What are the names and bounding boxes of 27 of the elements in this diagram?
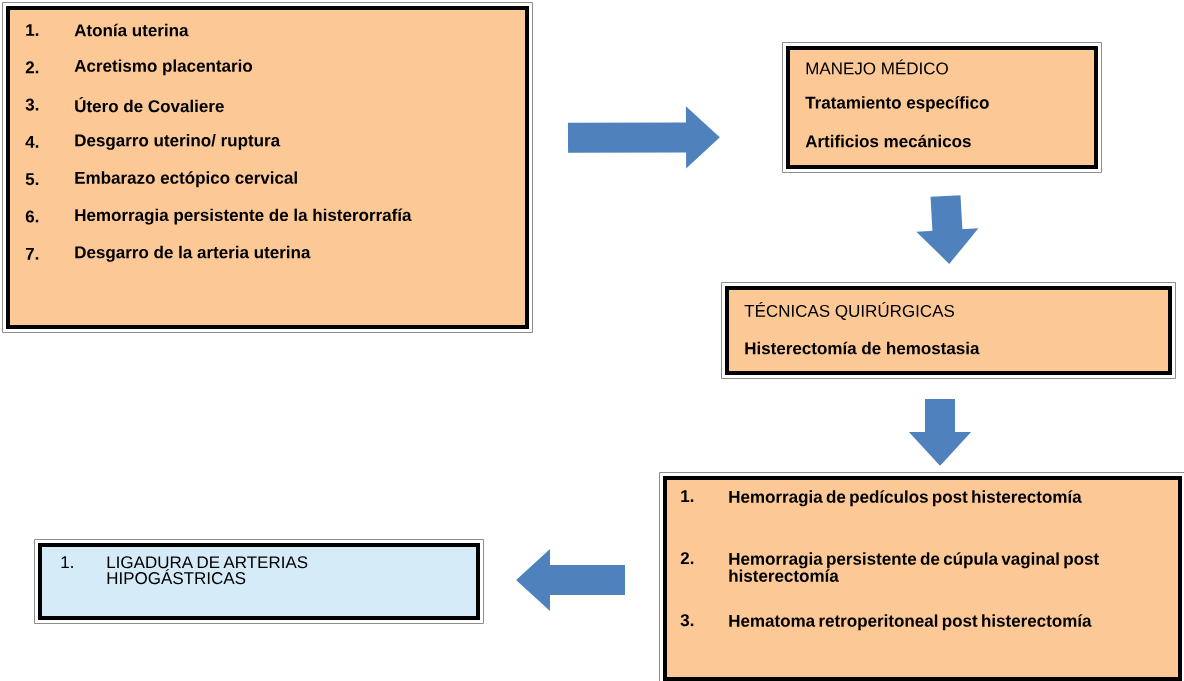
box-heading: LIGADURA DE ARTERIAS HIPOGÁSTRICAS — [107, 556, 308, 585]
list-number: 5. — [25, 173, 39, 186]
list-item: Desgarro de la arteria uterina — [75, 245, 311, 262]
list-item: Hematoma retroperitoneal post histerectomía — [729, 614, 1092, 631]
list-number: 2. — [25, 61, 39, 74]
list-number: 4. — [25, 136, 39, 148]
list-item: Atonía uterina — [74, 23, 189, 37]
list-item: Hemorragia de pedículos post histerectomía — [729, 490, 1082, 507]
list-item: Hemorragia persistente de la histerorrafía — [75, 208, 412, 225]
list-item: Hemorragia persistente de cúpula vaginal post histerectomía — [729, 552, 1099, 582]
list-number: 3. — [680, 614, 694, 627]
list-number: 1. — [681, 490, 694, 502]
box-text: Tratamiento específico — [805, 96, 989, 112]
list-item: Desgarro uterino/ ruptura — [75, 133, 281, 150]
box-text: Histerectomía de hemostasia — [745, 341, 980, 355]
list-number: 2. — [680, 552, 694, 565]
box-heading: MANEJO MÉDICO — [806, 59, 948, 75]
list-number: 1. — [26, 24, 39, 36]
list-item: Acretismo placentario — [74, 59, 253, 76]
box-text: Artificios mecánicos — [805, 134, 971, 148]
box-heading: TÉCNICAS QUIRÚRGICAS — [744, 302, 955, 320]
list-number: 6. — [25, 210, 39, 223]
list-item: Embarazo ectópico cervical — [75, 171, 297, 188]
list-number: 7. — [25, 247, 39, 260]
list-number: 3. — [25, 98, 39, 111]
list-item: Útero de Covaliere — [75, 97, 224, 113]
list-number: 1. — [61, 556, 73, 568]
